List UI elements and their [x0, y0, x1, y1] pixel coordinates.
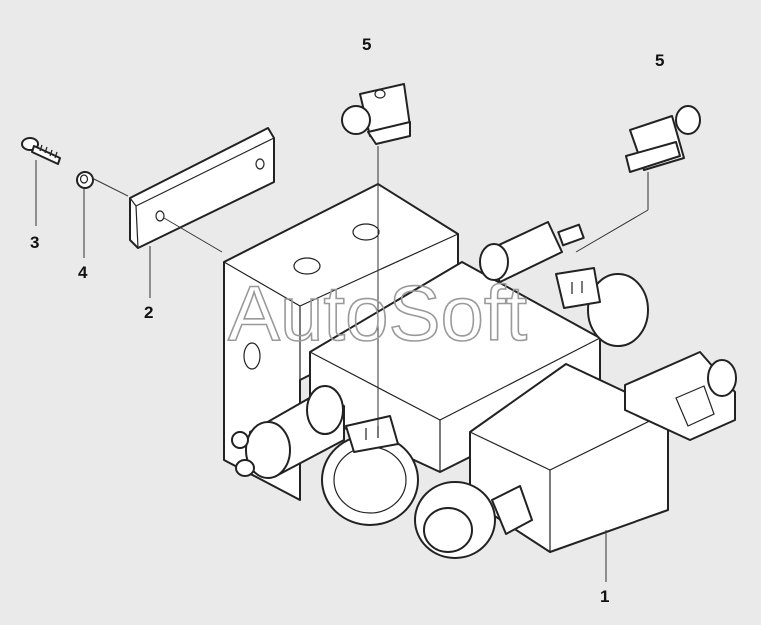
callout-3: 3 — [30, 233, 39, 252]
leader-lines — [35, 146, 649, 582]
solenoid-valve-right — [414, 351, 737, 559]
callouts: 1 2 3 4 5 5 — [30, 35, 664, 606]
mounting-plate — [129, 127, 275, 249]
washer — [76, 171, 94, 189]
connector-plug-right — [625, 105, 701, 173]
connector-socket-center — [345, 415, 399, 453]
callout-5-top: 5 — [362, 35, 371, 54]
solenoid-coil-rear — [555, 267, 649, 347]
pressure-switch-front — [231, 385, 345, 479]
callout-1: 1 — [600, 587, 609, 606]
callout-5-right: 5 — [655, 51, 664, 70]
bolt — [21, 137, 61, 165]
callout-4: 4 — [78, 263, 88, 282]
callout-2: 2 — [144, 303, 153, 322]
watermark-text: AutoSoft — [228, 269, 528, 357]
pressure-switch-rear — [479, 221, 585, 283]
connector-plug-top — [341, 83, 411, 145]
